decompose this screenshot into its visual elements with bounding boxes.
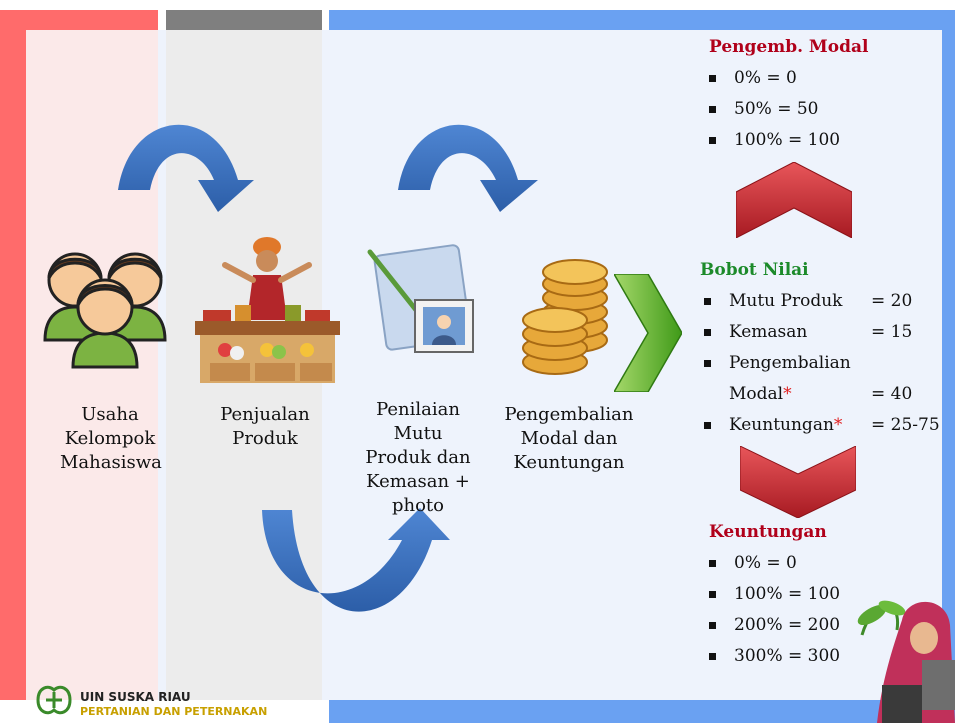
bobot-value: = 15 [871, 322, 913, 342]
arrow-assessment-to-return [398, 124, 538, 212]
bobot-heading: Bobot Nilai [700, 260, 809, 280]
list-item: 50% = 50 [706, 94, 840, 125]
list-item: 0% = 0 [706, 63, 840, 94]
bobot-label: Kemasan [729, 322, 808, 342]
bobot-value: = 40 [871, 384, 913, 404]
stage-label-assessment: Penilaian Mutu Produk dan Kemasan + phot… [365, 399, 471, 516]
list-item: Modal* = 40 [701, 379, 941, 410]
stage-label-group: Usaha Kelompok Mahasiswa [60, 404, 162, 473]
photo-assessment-icon [367, 244, 474, 353]
list-item: 100% = 100 [706, 579, 840, 610]
students-icon [43, 252, 167, 369]
keuntungan-list: 0% = 0 100% = 100 200% = 200 300% = 300 [706, 548, 840, 672]
list-item: Keuntungan* = 25-75 [701, 410, 941, 441]
coins-icon [522, 259, 608, 375]
person-with-plant-icon [857, 600, 955, 723]
list-item: 200% = 200 [706, 610, 840, 641]
logo-line1: UIN SUSKA RIAU [80, 690, 191, 704]
stage-label-sales: Penjualan Produk [220, 404, 310, 449]
bobot-label: Keuntungan [729, 415, 834, 435]
list-item: Pengembalian [701, 348, 941, 379]
logo-line2: PERTANIAN DAN PETERNAKAN [80, 705, 268, 718]
bobot-label: Modal [729, 384, 784, 404]
arrow-sales-to-assessment [262, 508, 450, 612]
uin-logo-icon [36, 685, 72, 715]
list-item-text: 100% = 100 [734, 130, 841, 150]
bobot-label: Pengembalian [729, 353, 851, 373]
bobot-value: = 25-75 [871, 415, 940, 435]
blue-right-edge [942, 30, 955, 700]
list-item-text: 0% = 0 [734, 68, 797, 88]
arrow-group-to-sales [118, 124, 254, 212]
green-chevron-icon [614, 274, 682, 392]
bobot-value: = 20 [871, 291, 913, 311]
list-item-text: 200% = 200 [734, 615, 841, 635]
red-down-chevron-icon [740, 446, 856, 518]
asterisk: * [833, 415, 843, 435]
bobot-list: Mutu Produk = 20 Kemasan = 15 Pengembalian… [701, 286, 941, 441]
modal-heading: Pengemb. Modal [709, 37, 869, 57]
list-item-text: 50% = 50 [734, 99, 819, 119]
list-item: 0% = 0 [706, 548, 840, 579]
list-item: Kemasan = 15 [701, 317, 941, 348]
list-item-text: 0% = 0 [734, 553, 797, 573]
red-up-chevron-icon [736, 162, 852, 238]
asterisk: * [783, 384, 792, 404]
list-item: 100% = 100 [706, 125, 840, 156]
list-item: Mutu Produk = 20 [701, 286, 941, 317]
stage-label-return: Pengembalian Modal dan Keuntungan [504, 404, 634, 473]
bobot-label: Mutu Produk [729, 291, 843, 311]
bottom-left-strip [0, 700, 322, 723]
keuntungan-heading: Keuntungan [709, 522, 827, 542]
list-item-text: 300% = 300 [734, 646, 841, 666]
list-item: 300% = 300 [706, 641, 840, 672]
market-stall-icon [195, 237, 340, 383]
list-item-text: 100% = 100 [734, 584, 841, 604]
modal-list: 0% = 0 50% = 50 100% = 100 [706, 63, 840, 156]
